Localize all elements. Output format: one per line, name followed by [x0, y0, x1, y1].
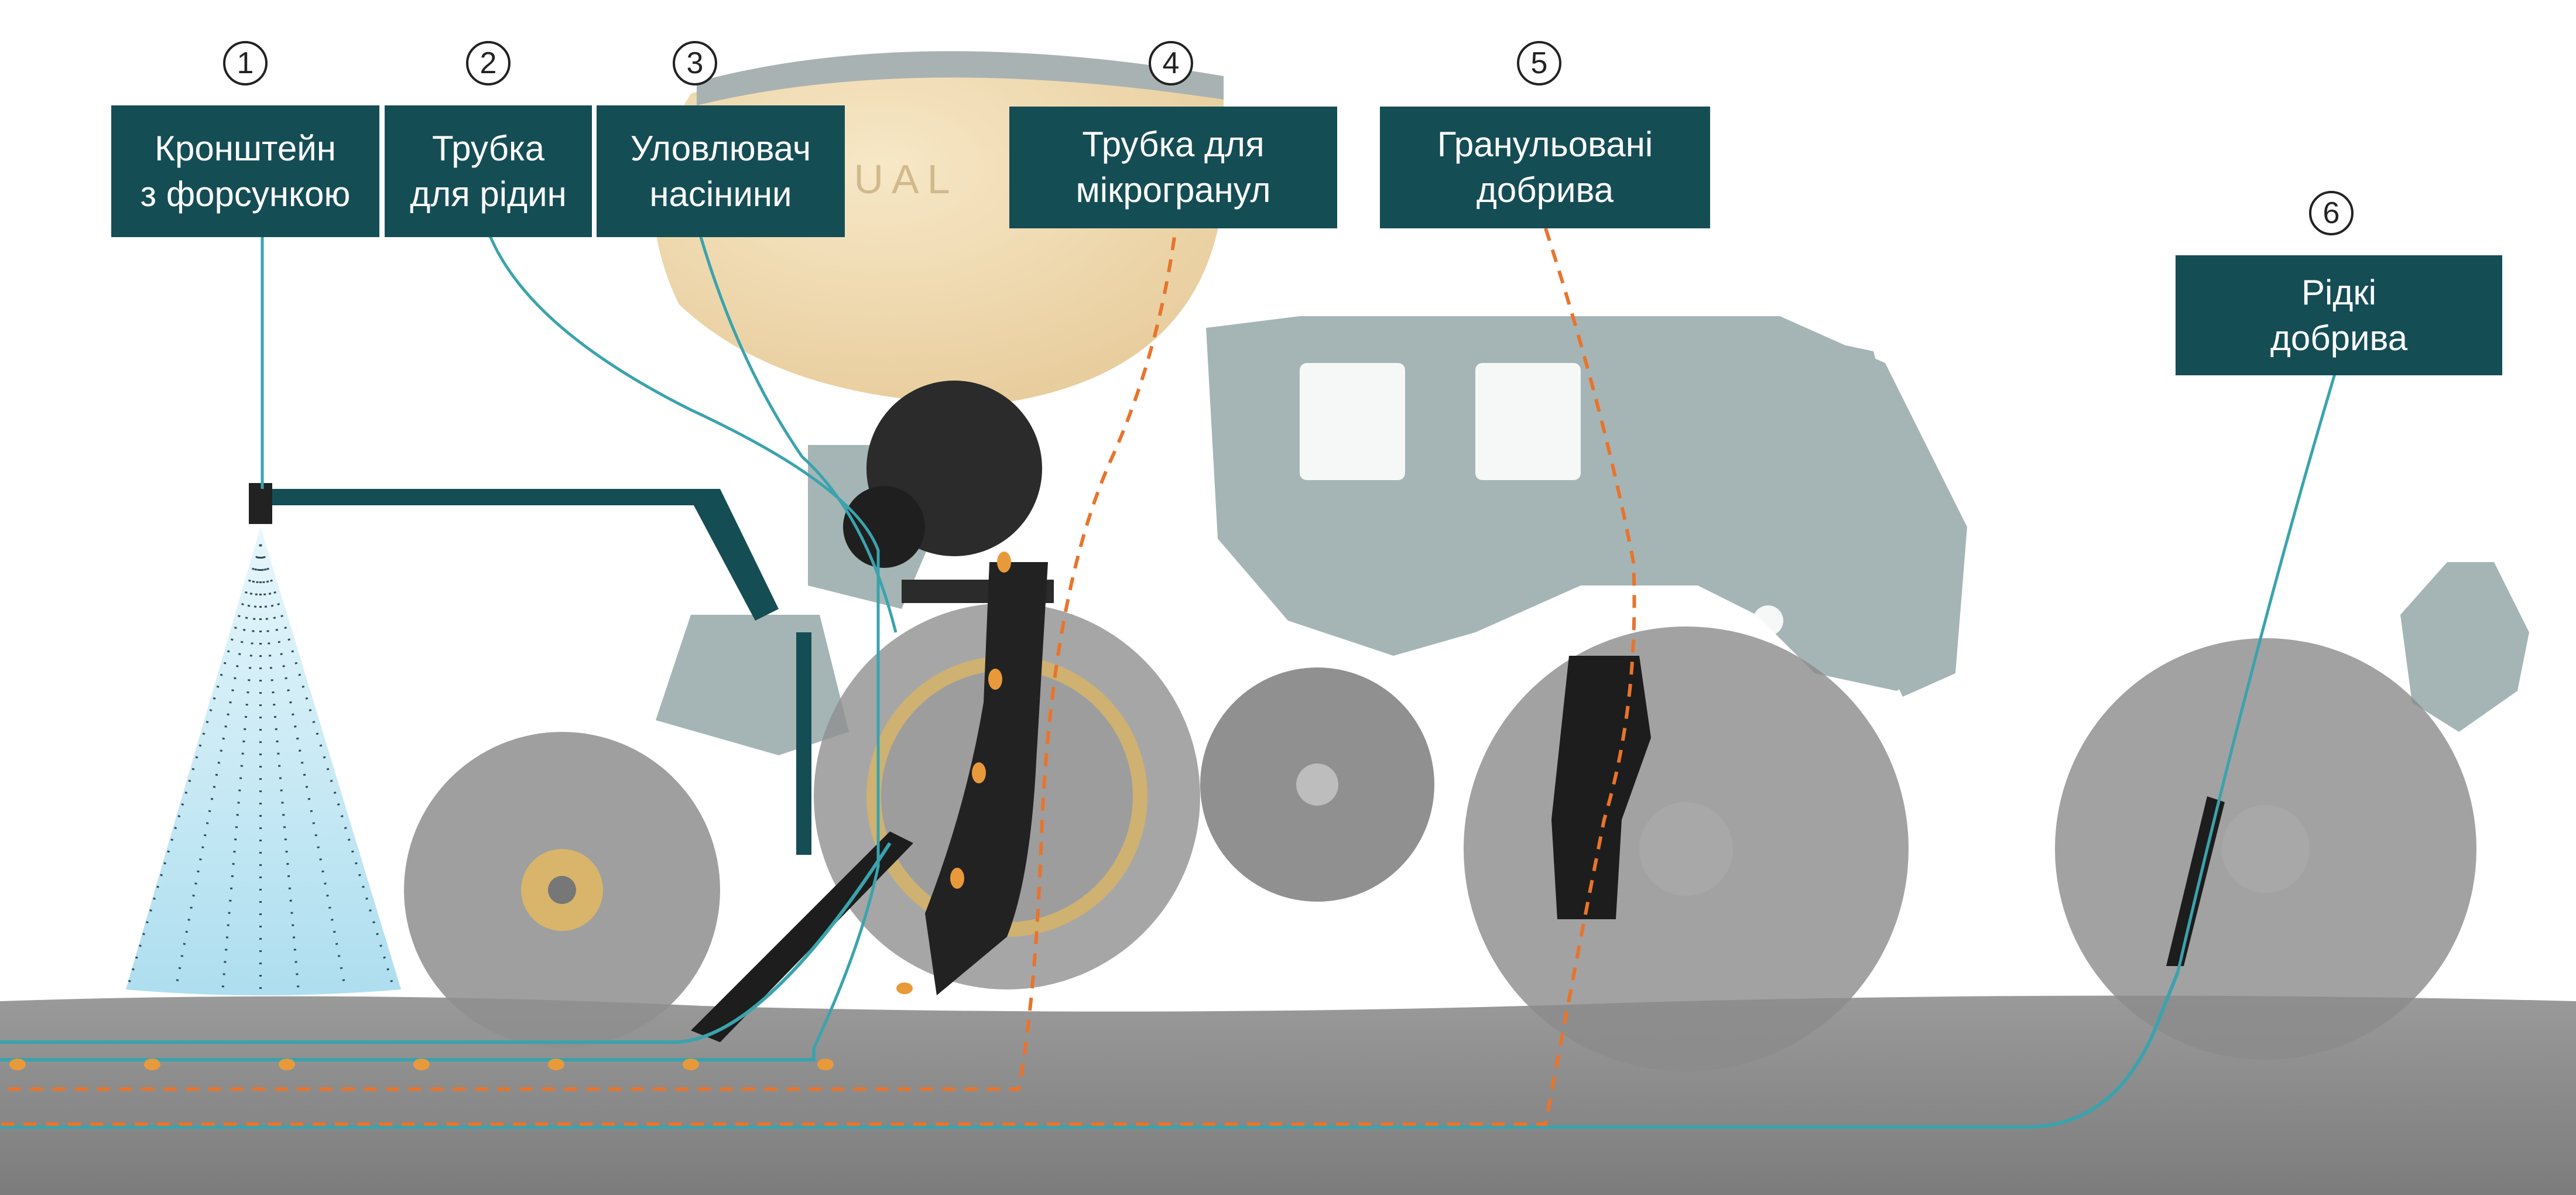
callout-number-1: 1	[223, 41, 268, 85]
callout-number-4: 4	[1149, 41, 1193, 85]
callout-label-liquid-tube: Трубка для рідин	[385, 105, 592, 237]
callout-number-6: 6	[2309, 191, 2354, 235]
callout-4: 4 Трубка для мікрогранул	[1009, 41, 1337, 228]
callout-6: 6 Рідкі добрива	[2176, 191, 2502, 375]
leader-lines	[261, 232, 2338, 1049]
seed-tube-markers	[950, 552, 1011, 889]
callout-2: 2 Трубка для рідин	[385, 41, 592, 237]
callout-5: 5 Гранульовані добрива	[1380, 41, 1710, 228]
spray-droplets	[128, 544, 393, 995]
callout-label-granular-fertilizer: Гранульовані добрива	[1380, 107, 1710, 228]
callout-label-microgranule-tube: Трубка для мікрогранул	[1009, 107, 1337, 228]
granule-flow-lines	[0, 193, 1636, 1126]
callout-number-5: 5	[1517, 41, 1561, 85]
rear-disc	[2055, 638, 2476, 1060]
spray-cone	[126, 527, 401, 995]
nozzle-bracket	[249, 483, 811, 855]
soil	[0, 995, 2576, 1195]
liquid-flow-lines	[0, 842, 2180, 1129]
seeds-in-furrow	[9, 982, 913, 1070]
fertilizer-opener	[1551, 656, 1651, 919]
callout-number-3: 3	[673, 41, 717, 85]
callout-label-nozzle-bracket: Кронштейн з форсункою	[111, 105, 379, 237]
callout-label-seed-catcher: Уловлювач насінини	[597, 105, 845, 237]
frame-cutouts	[1300, 363, 1783, 636]
closing-wheel	[1200, 667, 1434, 902]
callout-label-liquid-fertilizer: Рідкі добрива	[2176, 255, 2502, 375]
seed-firmer	[691, 831, 913, 1042]
fertilizer-coulter-disc	[1464, 626, 1909, 1071]
gauge-wheel	[404, 732, 720, 1048]
callout-1: 1 Кронштейн з форсункою	[111, 41, 379, 237]
callout-3: 3 Уловлювач насінини	[597, 41, 845, 237]
callout-number-2: 2	[466, 41, 511, 85]
